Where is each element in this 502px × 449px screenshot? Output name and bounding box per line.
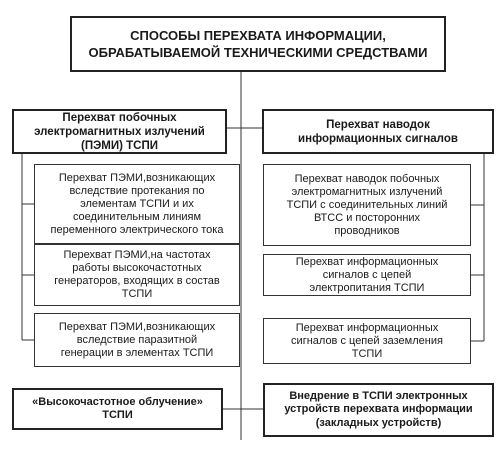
right-heading: Перехват наводок информационных сигналов	[298, 118, 458, 145]
diagram-title-box: СПОСОБЫ ПЕРЕХВАТА ИНФОРМАЦИИ, ОБРАБАТЫВА…	[70, 16, 446, 72]
bottom-left-text: «Высокочастотное облучение» ТСПИ	[32, 395, 203, 422]
left-item-2-box: Перехват ПЭМИ,на частотах работы высокоч…	[34, 244, 240, 306]
right-item-3-box: Перехват информационных сигналов с цепей…	[263, 318, 471, 364]
right-heading-box: Перехват наводок информационных сигналов	[262, 109, 494, 154]
right-item-1-box: Перехват наводок побочных электромагнитн…	[263, 164, 471, 246]
diagram-title: СПОСОБЫ ПЕРЕХВАТА ИНФОРМАЦИИ, ОБРАБАТЫВА…	[88, 28, 428, 60]
bottom-right-text: Внедрение в ТСПИ электронных устройств п…	[284, 389, 473, 429]
left-item-2: Перехват ПЭМИ,на частотах работы высокоч…	[54, 249, 220, 300]
right-item-1: Перехват наводок побочных электромагнитн…	[286, 172, 448, 237]
left-item-3-box: Перехват ПЭМИ,возникающих вследствие пар…	[34, 313, 240, 367]
right-item-2: Перехват информационных сигналов с цепей…	[295, 255, 439, 294]
bottom-right-box: Внедрение в ТСПИ электронных устройств п…	[263, 383, 494, 437]
left-heading-box: Перехват побочных электромагнитных излуч…	[12, 109, 227, 154]
left-item-1-box: Перехват ПЭМИ,возникающих вследствие про…	[34, 164, 240, 244]
right-item-2-box: Перехват информационных сигналов с цепей…	[263, 254, 471, 296]
left-item-1: Перехват ПЭМИ,возникающих вследствие про…	[50, 171, 224, 236]
left-heading: Перехват побочных электромагнитных излуч…	[34, 111, 205, 152]
right-item-3: Перехват информационных сигналов с цепей…	[291, 321, 443, 360]
left-item-3: Перехват ПЭМИ,возникающих вследствие пар…	[58, 320, 216, 359]
bottom-left-box: «Высокочастотное облучение» ТСПИ	[12, 388, 223, 430]
